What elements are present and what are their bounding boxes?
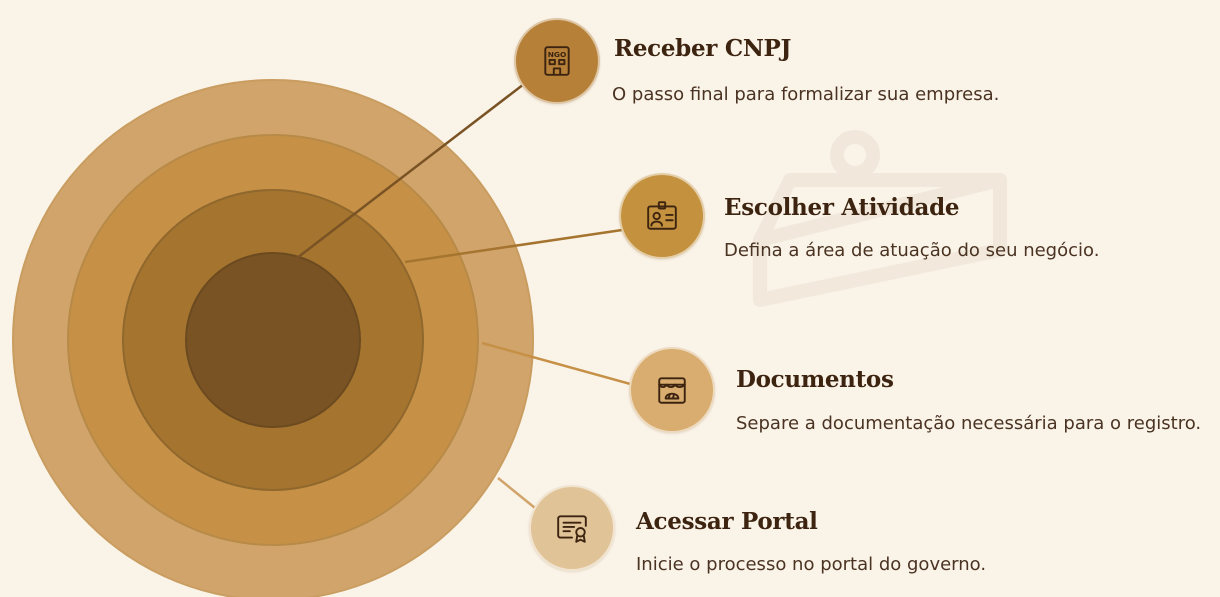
cake-watermark bbox=[753, 130, 1007, 307]
step-3-icon-circle bbox=[629, 347, 715, 433]
connector-lines bbox=[296, 83, 635, 509]
step-4-title: Acessar Portal bbox=[636, 508, 818, 535]
step-2-title: Escolher Atividade bbox=[724, 194, 960, 221]
step-4-description: Inicie o processo no portal do governo. bbox=[636, 554, 987, 575]
step-1-description: O passo final para formalizar sua empres… bbox=[612, 84, 1000, 105]
step-1-icon-circle: NGO bbox=[514, 18, 600, 104]
connector-escolher-atividade bbox=[404, 228, 623, 264]
step-4-icon-circle bbox=[529, 485, 615, 571]
bakery-storefront-icon bbox=[658, 377, 686, 404]
ring-core bbox=[185, 252, 361, 428]
svg-text:NGO: NGO bbox=[548, 50, 567, 59]
connector-acessar-portal bbox=[497, 477, 536, 509]
step-2-description: Defina a área de atuação do seu negócio. bbox=[724, 240, 1100, 261]
id-badge-icon bbox=[647, 201, 677, 230]
connector-receber-cnpj bbox=[296, 83, 525, 259]
ngo-building-icon: NGO bbox=[544, 46, 570, 76]
concentric-rings bbox=[12, 79, 534, 597]
step-1-title: Receber CNPJ bbox=[614, 35, 792, 62]
certificate-icon bbox=[557, 515, 587, 543]
step-2-icon-circle bbox=[619, 173, 705, 259]
connector-documentos bbox=[481, 341, 635, 387]
step-3-title: Documentos bbox=[736, 366, 894, 393]
step-3-description: Separe a documentação necessária para o … bbox=[736, 413, 1202, 434]
